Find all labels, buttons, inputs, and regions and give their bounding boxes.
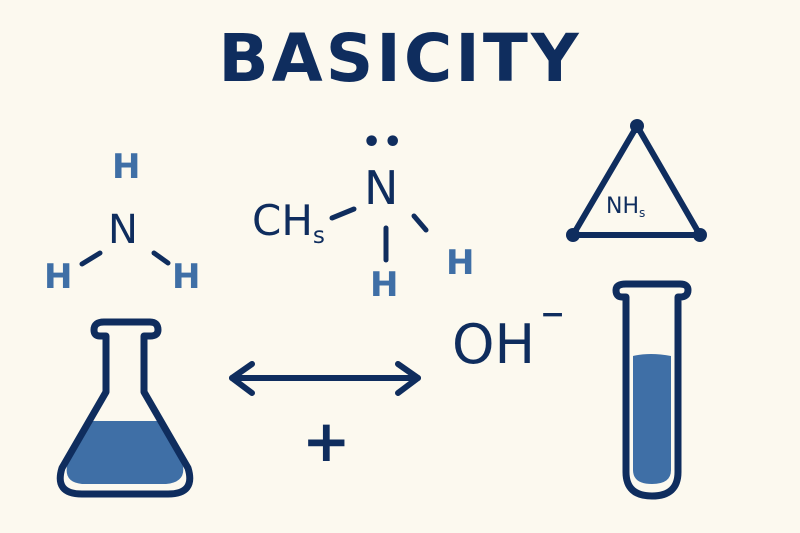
- ammonia-bonds: [79, 250, 171, 267]
- hydroxide-charge: −: [540, 297, 566, 332]
- erlenmeyer-flask-icon: [56, 318, 194, 498]
- test-tube-icon: [612, 280, 692, 500]
- methylamine-h-right: H: [446, 243, 475, 283]
- ammonia-h-right: H: [172, 257, 201, 297]
- triangle-icon: [566, 119, 707, 242]
- hydroxide-ion: OH: [452, 318, 535, 372]
- methyl-subscript: s: [312, 223, 325, 250]
- plus-sign: +: [302, 407, 351, 475]
- page-title: BASICITY: [218, 20, 582, 97]
- ammonia-n: N: [108, 207, 138, 253]
- triangle-label-main: NH: [606, 194, 639, 219]
- ammonia-h-top: H: [112, 147, 141, 187]
- hydroxide-formula: OH: [452, 313, 536, 376]
- methyl-label: CH: [252, 196, 313, 245]
- lone-pair: ••: [362, 125, 405, 160]
- ammonia-h-left: H: [44, 257, 73, 297]
- methylamine-h-bottom: H: [370, 265, 399, 305]
- triangle-label: NHs: [606, 194, 646, 221]
- methylamine-bonds: [329, 206, 429, 263]
- double-headed-arrow-icon: [229, 361, 421, 396]
- methyl-group: CHs: [252, 200, 325, 248]
- methylamine-n: N: [364, 161, 399, 215]
- triangle-label-subscript: s: [639, 206, 646, 221]
